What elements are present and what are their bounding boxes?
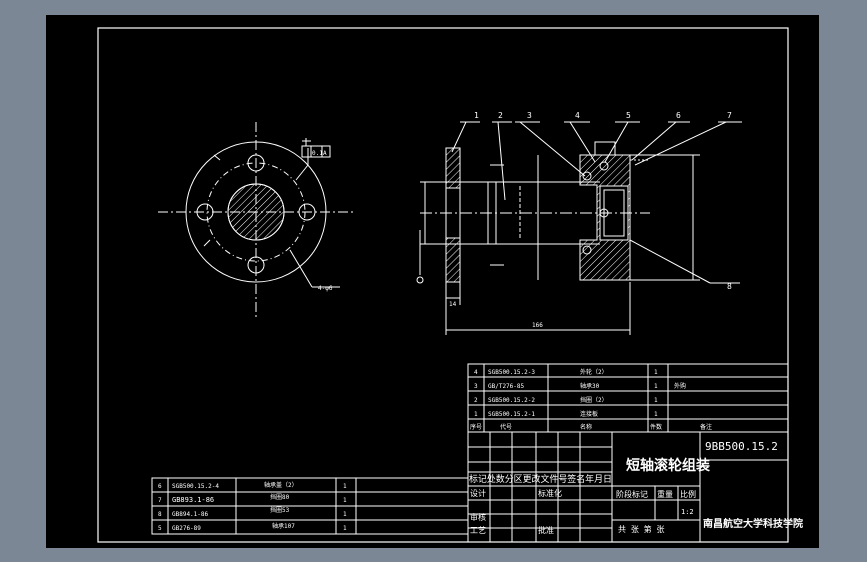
left-row-1-name: 轴承盖（2） — [264, 481, 298, 489]
drawing-title: 短轴滚轮组装 — [626, 457, 711, 474]
parts-row-1-name: 外轮（2） — [580, 368, 608, 376]
left-row-4-code: GB276-89 — [172, 525, 201, 532]
parts-row-1-qty: 1 — [654, 369, 658, 376]
left-row-2-qty: 1 — [343, 497, 347, 504]
leader-6: 6 — [676, 111, 681, 120]
drawing-number: 9BB500.15.2 — [705, 440, 778, 453]
sheets-label: 共 张 第 张 — [618, 524, 664, 534]
left-row-4-seq: 5 — [158, 525, 162, 532]
scale-value: 1:2 — [681, 508, 694, 516]
dim-length: 166 — [532, 322, 543, 329]
leader-2: 2 — [498, 111, 503, 120]
left-row-3-seq: 8 — [158, 511, 162, 518]
parts-header-seq: 序号 — [470, 423, 482, 431]
left-parts-table-text: 6 SGB500.15.2-4 轴承盖（2） 1 7 GB893.1-86 挡圈… — [158, 481, 347, 532]
drawing-sheet — [46, 15, 819, 548]
title-block — [467, 431, 789, 543]
parts-header-name: 名称 — [580, 423, 592, 431]
leader-1: 1 — [474, 111, 479, 120]
parts-row-2-code: GB/T276-85 — [488, 383, 525, 390]
left-row-1-qty: 1 — [343, 483, 347, 490]
tolerance-frame: 0.1 A 4-φ6 — [301, 138, 333, 292]
left-parts-table — [151, 477, 469, 535]
parts-row-4-name: 连接板 — [580, 410, 598, 418]
leader-7: 7 — [727, 111, 732, 120]
parts-header-code: 代号 — [500, 423, 512, 431]
parts-row-4-code: SGB500.15.2-1 — [488, 411, 535, 418]
leader-3: 3 — [527, 111, 532, 120]
left-row-3-name: 挡圈53 — [270, 506, 290, 514]
standardization-label: 标准化 — [538, 488, 562, 498]
left-row-4-qty: 1 — [343, 525, 347, 532]
leader-8: 8 — [727, 282, 732, 291]
weight-header: 重量 — [657, 489, 673, 499]
process-label: 工艺 — [470, 526, 486, 535]
dim-flange: 14 — [449, 301, 457, 308]
left-row-3-code: GB894.1-86 — [172, 511, 209, 518]
left-row-1-seq: 6 — [158, 483, 162, 490]
parts-row-1-seq: 4 — [474, 369, 478, 376]
leader-numbers: 1 2 3 4 5 6 7 8 166 14 — [449, 111, 732, 329]
parts-row-2-qty: 1 — [654, 383, 658, 390]
scale-header: 比例 — [680, 489, 696, 499]
review-label: 审核 — [470, 512, 486, 522]
revision-header: 标记处数分区更改文件号签名年月日 — [469, 473, 612, 485]
leader-5: 5 — [626, 111, 631, 120]
leader-4: 4 — [575, 111, 580, 120]
parts-row-2-seq: 3 — [474, 383, 478, 390]
parts-row-1-code: SGB500.15.2-3 — [488, 369, 535, 376]
end-view — [158, 122, 354, 318]
section-view — [416, 121, 742, 335]
parts-row-3-qty: 1 — [654, 397, 658, 404]
datum-label: A — [323, 150, 327, 157]
parts-row-2-remark: 外购 — [674, 382, 686, 390]
parts-table-text: 4 SGB500.15.2-3 外轮（2） 1 3 GB/T276-85 轴承3… — [470, 368, 712, 431]
hole-dim-label: 4-φ6 — [318, 285, 333, 292]
parts-header-qty: 件数 — [650, 423, 662, 431]
left-row-2-seq: 7 — [158, 497, 162, 504]
title-block-text: 短轴滚轮组装 9BB500.15.2 南昌航空大学科技学院 标记处数分区更改文件… — [469, 440, 803, 535]
parts-row-3-seq: 2 — [474, 397, 478, 404]
left-row-4-name: 轴承107 — [272, 522, 295, 530]
tolerance-value: 0.1 — [312, 150, 323, 157]
sheet-border — [97, 27, 789, 543]
left-row-1-code: SGB500.15.2-4 — [172, 483, 219, 490]
parts-row-4-qty: 1 — [654, 411, 658, 418]
parts-header-remark: 备注 — [700, 423, 712, 431]
parts-row-3-name: 挡圈（2） — [580, 396, 608, 404]
stage-header: 阶段标记 — [616, 489, 648, 499]
left-row-2-code: GB893.1-86 — [172, 496, 214, 504]
school-name: 南昌航空大学科技学院 — [703, 517, 803, 530]
parts-row-4-seq: 1 — [474, 411, 478, 418]
design-label: 设计 — [470, 488, 486, 498]
parts-row-3-code: SGB500.15.2-2 — [488, 397, 535, 404]
parts-row-2-name: 轴承30 — [580, 382, 600, 390]
left-row-2-name: 挡圈80 — [270, 493, 290, 501]
left-row-3-qty: 1 — [343, 511, 347, 518]
approve-label: 批准 — [538, 525, 554, 535]
